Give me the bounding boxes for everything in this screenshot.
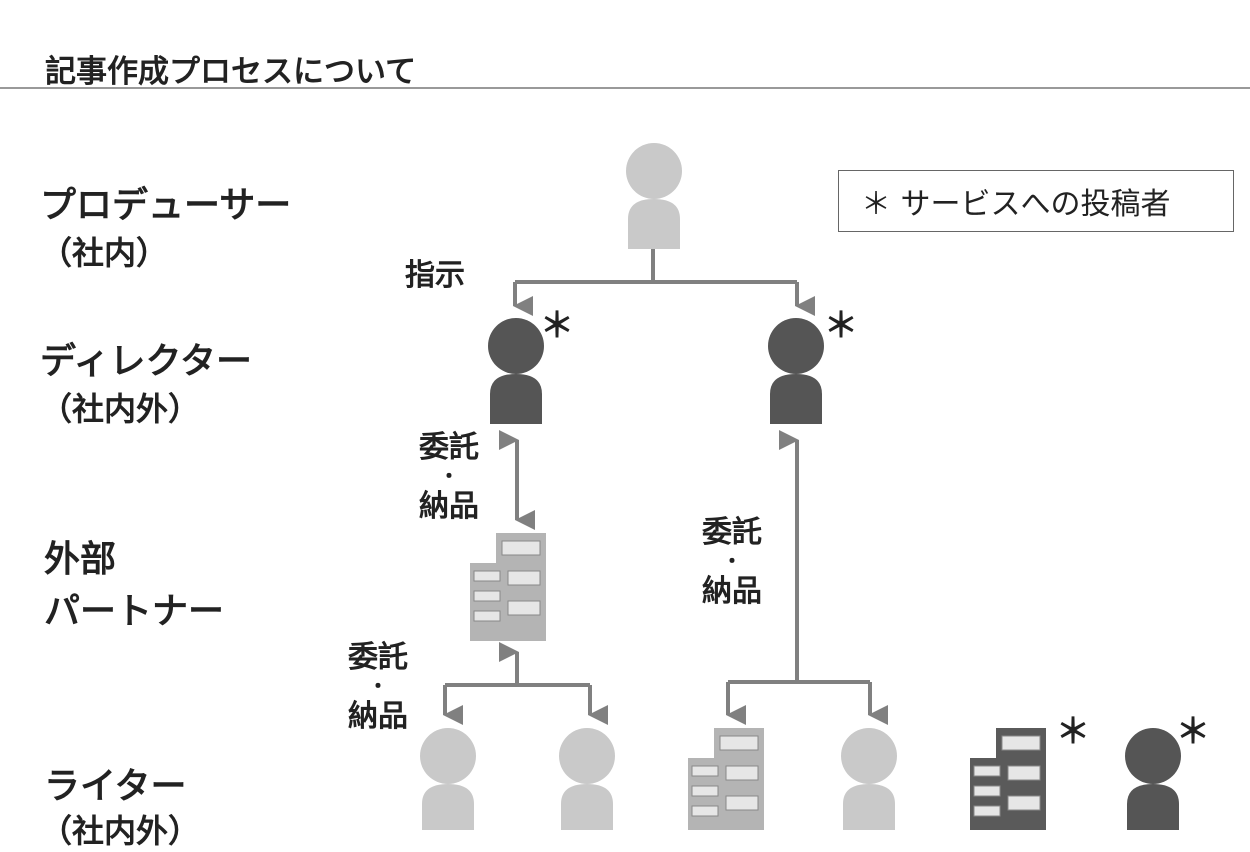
asterisk-marker: ＊ (824, 306, 858, 346)
asterisk-marker: ＊ (1176, 712, 1210, 752)
label-commission: 委託 (419, 430, 479, 465)
writer-building-icon (688, 728, 764, 830)
writer-person-icon (420, 728, 476, 830)
role-partner-sub: パートナー (44, 591, 225, 632)
label-commission: 委託 (348, 640, 408, 675)
label-separator: ・ (439, 464, 459, 488)
director-person-icon (768, 318, 824, 424)
writer-person-icon (841, 728, 897, 830)
role-director-sub: （社内外） (40, 390, 201, 428)
poster-person-icon (1125, 728, 1181, 830)
producer-person-icon (626, 143, 682, 249)
label-instruct: 指示 (405, 258, 465, 293)
asterisk-marker: ＊ (1056, 712, 1090, 752)
label-deliver: 納品 (348, 699, 408, 734)
role-director: ディレクター (40, 341, 253, 382)
role-producer-sub: （社内） (40, 234, 169, 272)
poster-building-icon (970, 728, 1046, 830)
producer-connector (515, 248, 797, 284)
writer-person-icon (559, 728, 615, 830)
process-diagram (420, 143, 1181, 830)
asterisk-marker: ＊ (540, 306, 574, 346)
director-person-icon (488, 318, 544, 424)
partner-building-icon (470, 533, 546, 641)
label-commission: 委託 (702, 515, 762, 550)
title-divider (0, 87, 1250, 89)
legend-box: ＊ サービスへの投稿者 (838, 170, 1234, 232)
legend-text: ＊ サービスへの投稿者 (861, 187, 1171, 222)
label-separator: ・ (368, 674, 388, 698)
label-deliver: 納品 (419, 489, 479, 524)
role-producer: プロデューサー (40, 185, 292, 226)
page-title: 記事作成プロセスについて (45, 54, 417, 90)
role-writer: ライター (44, 766, 187, 807)
role-partner: 外部 (44, 539, 117, 580)
label-deliver: 納品 (702, 574, 762, 609)
label-separator: ・ (722, 549, 742, 573)
